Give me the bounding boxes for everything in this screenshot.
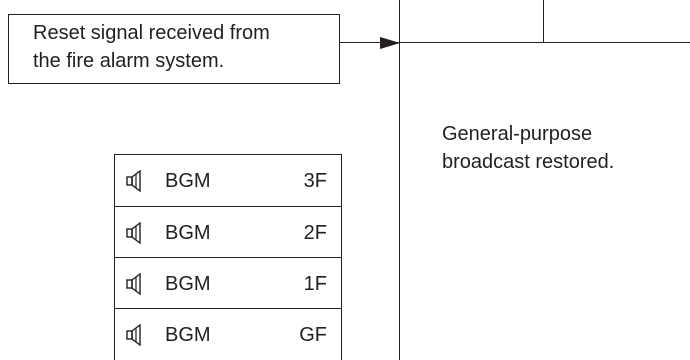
zone-source: BGM: [165, 324, 211, 346]
message-line-1: Reset signal received from: [33, 22, 270, 44]
speaker-icon: [126, 221, 141, 245]
zone-floor: 1F: [303, 273, 327, 295]
zone-source: BGM: [165, 273, 211, 295]
zone-list: BGM 3F BGM 2F BGM 1F BGM GF: [114, 154, 342, 360]
status-line-1: General-purpose: [442, 123, 593, 145]
status-line-2: broadcast restored.: [442, 151, 615, 173]
panel-left-border: [399, 0, 400, 360]
speaker-icon: [126, 272, 141, 296]
zone-floor: GF: [299, 324, 327, 346]
zone-row-1f[interactable]: BGM 1F: [115, 257, 341, 309]
zone-source: BGM: [165, 170, 211, 192]
zone-row-gf[interactable]: BGM GF: [115, 308, 341, 360]
zone-floor: 3F: [303, 170, 327, 192]
speaker-icon: [126, 323, 141, 347]
panel-header-divider: [543, 0, 544, 42]
flow-connector-line: [340, 42, 400, 43]
zone-row-3f[interactable]: BGM 3F: [115, 155, 341, 207]
message-line-2: the fire alarm system.: [33, 50, 225, 72]
panel-header-border: [399, 42, 690, 43]
zone-floor: 2F: [303, 222, 327, 244]
arrow-right-icon: [380, 37, 400, 49]
speaker-icon: [126, 169, 141, 193]
reset-signal-message-box: Reset signal received from the fire alar…: [8, 14, 340, 84]
zone-row-2f[interactable]: BGM 2F: [115, 206, 341, 258]
zone-source: BGM: [165, 222, 211, 244]
